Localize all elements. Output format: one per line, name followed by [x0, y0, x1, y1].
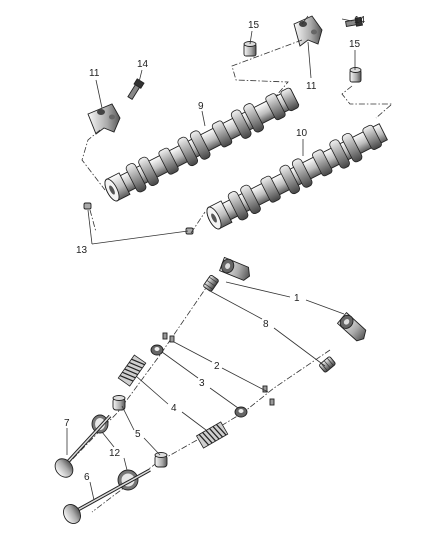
callout-11-right: 11: [306, 81, 317, 92]
centerline-cap-right: [231, 39, 303, 97]
callout-labels: 15 14 15 11 14 11 9 10 13 1 8 2 3 4 5 7 …: [64, 15, 366, 483]
callout-10: 10: [296, 128, 308, 139]
callout-14-left: 14: [137, 59, 149, 70]
camshaft-left: [104, 87, 300, 202]
valve-seal-intake: [112, 395, 126, 411]
valve-keepers-exhaust: [262, 385, 275, 406]
centerline-dowels: [89, 209, 206, 234]
callout-13: 13: [76, 245, 88, 256]
callout-2: 2: [214, 361, 220, 372]
callout-12: 12: [109, 448, 121, 459]
camshaft-plug-right: [349, 67, 362, 83]
axis-intake: [61, 281, 211, 471]
valve-seat-insert-intake: [91, 414, 109, 434]
cap-bolt-left: [127, 78, 145, 100]
dowel-pin-a: [83, 202, 92, 210]
callout-11-left: 11: [89, 68, 100, 79]
lash-adjuster-intake: [203, 274, 219, 292]
callout-8: 8: [263, 319, 269, 330]
valve-keepers-intake: [162, 332, 175, 343]
spring-retainer-exhaust: [234, 406, 248, 418]
rocker-arm-exhaust: [336, 311, 367, 342]
centerline-plug-right: [341, 85, 394, 119]
callout-9: 9: [198, 101, 204, 112]
intake-valve: [54, 414, 112, 478]
spring-retainer-intake: [150, 344, 164, 356]
callout-4: 4: [171, 403, 177, 414]
callout-15-right: 15: [349, 39, 361, 50]
centerline-cap-left: [81, 129, 106, 191]
valve-seal-exhaust: [154, 452, 168, 468]
exhaust-valve: [63, 468, 151, 524]
callout-1: 1: [294, 293, 300, 304]
callout-5: 5: [135, 429, 141, 440]
callout-14-right: 14: [354, 15, 366, 26]
callout-15-left: 15: [248, 20, 260, 31]
bearing-cap-left: [87, 103, 121, 135]
lash-adjuster-exhaust: [319, 356, 336, 373]
cap-bolt-right: [345, 16, 363, 27]
valve-spring-intake: [117, 354, 147, 387]
leader-lines: [66, 15, 356, 501]
rocker-arm-intake: [219, 256, 250, 281]
callout-6: 6: [84, 472, 90, 483]
valve-spring-exhaust: [195, 421, 229, 449]
callout-3: 3: [199, 378, 205, 389]
camshaft-right: [206, 123, 388, 230]
callout-7: 7: [64, 418, 70, 429]
bearing-cap-right: [293, 15, 323, 47]
